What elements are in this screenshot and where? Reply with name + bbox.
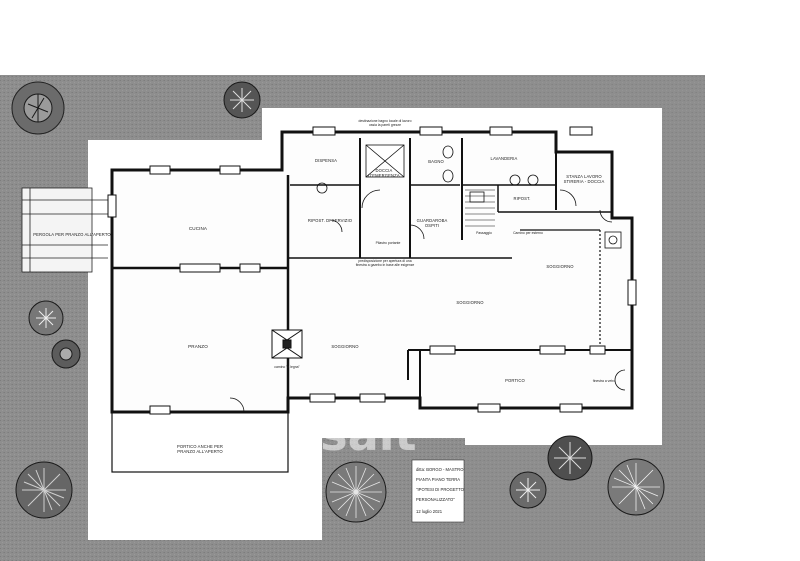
title-block: ditta: BORGO - MASTRO PIANTA PIANO TERRA… [411,459,465,523]
note-camino: camino "a legna" [274,365,300,369]
fireplace-pillar [271,329,303,359]
title-line-4: PERSONALIZZATO" [416,497,455,502]
room-label-dispensa: DISPENSA [315,158,337,163]
fixtures [316,144,622,249]
room-label-pergola: PERGOLA PER PRANZO ALL'APERTO [33,232,111,237]
title-line-5: 12 luglio 2021 [416,509,443,514]
title-line-1: ditta: BORGO - MASTRO [416,467,464,472]
note-porch: finestra a vetro [593,379,616,383]
room-label-ripost-sx: RIPOST. DI SERVIZIO [308,218,353,223]
note-pilastro: Pilastro portante [376,241,401,245]
building-walls [107,126,637,473]
room-label-cucina: CUCINA [189,226,208,231]
room-labels: CUCINA PRANZO SOGGIORNO SOGGIORNO SOGGIO… [33,156,604,454]
pergola [21,187,108,273]
title-line-2: PIANTA PIANO TERRA [416,477,460,482]
title-line-3: "IPOTESI DI PROGETTO [416,487,465,492]
trees [11,81,665,523]
note-right: Camino per esterno [513,231,543,235]
watermark-logo: casait [262,407,417,461]
room-label-soggiorno-mid: SOGGIORNO [456,300,484,305]
room-label-pranzo: PRANZO [188,344,208,349]
note-passaggio: Passaggio [476,231,492,235]
room-label-bagno: BAGNO [428,159,444,164]
room-label-ripost-dx: RIPOST. [514,196,531,201]
room-label-portico: PORTICO [505,378,525,383]
room-label-soggiorno-right: SOGGIORNO [546,264,574,269]
room-label-lavanderia: LAVANDERIA [491,156,518,161]
room-label-soggiorno-left: SOGGIORNO [331,344,359,349]
